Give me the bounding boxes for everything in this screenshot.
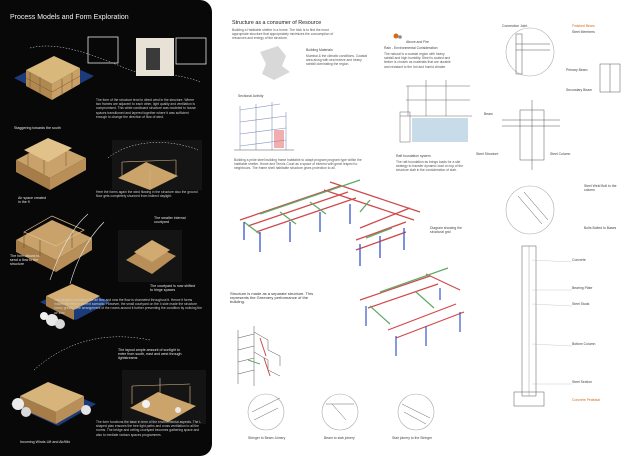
label-courtyard-shifted: The courtyard is now shifted to hinge sp… [150,284,195,293]
label-stringer: Stringer to Beam Joinery [248,436,286,440]
model-5-description: The form functions the base in term of t… [96,420,202,437]
structure-title: Structure as a consumer of Resource [232,20,322,26]
stair-joint-detail [397,393,435,431]
beam-slab-joint-detail [321,393,359,431]
frame-model-a [87,36,119,64]
structure-drawings [234,27,621,431]
staircase-drawing [237,326,281,386]
model-5 [10,382,96,426]
raft-water [412,118,468,142]
raft-foundation-drawing [400,80,472,117]
structural-grid-main [239,179,421,266]
label-connection: Connection Joint [502,24,528,28]
label-secondary-beam: Secondary Beam [566,88,593,92]
structure-subtitle: Building a Habitable shelter in a home. … [232,28,334,41]
label-steel-studs: Steel Studs [572,302,590,306]
beam-column-detail [505,27,555,77]
label-bottom-column: Bottom Column [572,342,596,346]
rain-text: The natural is a coastal region with hea… [384,52,451,69]
model-1-description: The form of the structure tend to direct… [96,98,196,119]
sectional-text: Building a pride steel building frame ha… [234,158,362,171]
detail-subtitle: Steel Members [572,30,595,34]
model-3 [16,215,92,272]
label-grid-diagram: Diagram showing the structural grid [430,226,462,234]
label-steel-section: Steel Section [572,380,592,384]
model-4 [40,284,110,329]
label-above-fire: Above and Fire [406,40,429,44]
region-map [260,46,290,80]
model-2 [16,138,86,190]
label-welded: Steel Weld Bolt to the column [584,184,617,192]
label-sunlight-layout: The layout ample amount of sunlight to e… [118,348,182,361]
label-primary-beam: Primary Beam [566,68,588,72]
sectional-drawing [234,102,294,151]
label-air-space: Air space created in the fl [18,196,46,204]
structural-grid-secondary [359,267,465,356]
stringer-joint-detail [247,393,285,431]
label-incoming-winds: Incoming Winds Lift and Air/Mix [20,440,71,444]
panel-title: Process Models and Form Exploration [10,14,129,21]
building-materials-text: Mumbai & the climatic conditions. Coasta… [306,54,368,67]
label-concrete: Concrete [572,258,586,262]
label-structure-note: Structure is made as a separate structur… [230,291,314,304]
model-3-description: This iteration considers the air flow an… [54,298,202,315]
label-building-materials: Building Materials [306,48,333,52]
model-1 [14,56,94,100]
label-form-flow: The form allows to send a flow to the st… [10,254,40,267]
label-bolt: Bolts Bolted to Bases [584,226,617,230]
label-concrete-pedestal: Concrete Pedestal [572,398,600,402]
label-steel-structure: Steel Structure [476,152,499,156]
label-beam: Beam [484,112,493,116]
label-bearing-plate: Bearing Plate [572,286,593,290]
label-beam-slab: Beam to slab joinery [324,436,355,440]
model-2-description: Here the forms again the wind flowing in… [96,190,198,199]
label-steel-column: Steel Column [550,152,571,156]
weld-detail [505,185,555,235]
label-rain: Rain - Environmental Consideration [384,46,438,50]
detail-title: Finished Beam [572,24,595,28]
raft-text: The raft foundation as brings loads for … [396,160,464,173]
fire-icon [393,33,399,39]
structure-panel: Structure as a consumer of Resource Buil… [220,0,640,456]
process-models-panel: Process Models and Form Exploration [0,0,212,456]
process-models-illustrations [10,36,207,426]
label-sectional: Sectional Activity [238,94,264,98]
label-stair: Stair joinery to the Stringer [392,436,433,440]
label-smaller-courtyard: The smaller internal courtyard [154,216,186,225]
label-staggering: Staggering towards the south [14,126,61,130]
label-raft: Raft foundation system [396,154,431,158]
